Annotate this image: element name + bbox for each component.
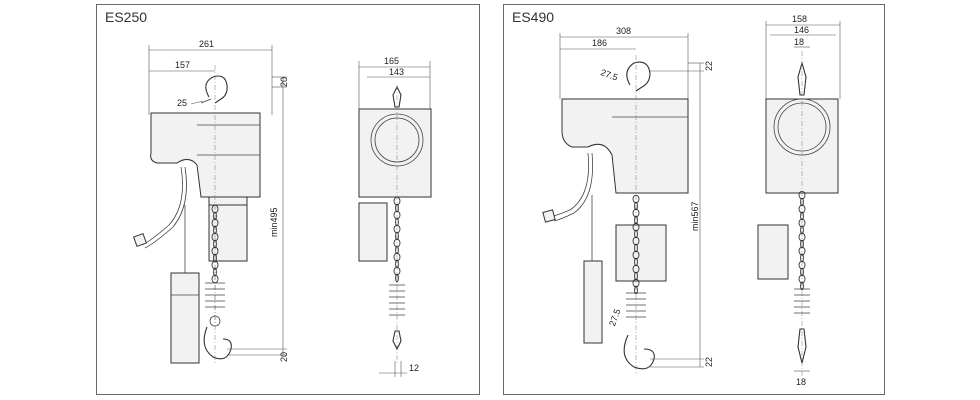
chain-link (634, 285, 638, 295)
es490-model-title: ES490 (512, 9, 555, 25)
es490-overall-width-158-label: 158 (792, 14, 807, 24)
chain-link (800, 253, 804, 263)
chain-link (213, 211, 217, 221)
chain-link (634, 243, 638, 253)
chain-link (800, 225, 804, 235)
es490-upper-hook-throat-label: 27.5 (599, 67, 619, 82)
chain-link (800, 197, 804, 207)
es490-headroom-label: min567 (690, 201, 700, 231)
chain-link (393, 252, 401, 262)
es490-body-width-146-label: 146 (794, 25, 809, 35)
es490-front-bottom-hook (797, 328, 807, 364)
es250-side-view: 261 157 25 (132, 39, 401, 365)
es250-front-view: 165 143 12 (358, 56, 432, 377)
es250-front-top-hook (392, 85, 402, 108)
chain-link (798, 274, 806, 284)
chain-link (632, 236, 640, 246)
es250-top-hook (205, 75, 228, 104)
es250-width-261-label: 261 (199, 39, 214, 49)
es490-hook-offset-186-label: 186 (592, 38, 607, 48)
es250-hook-width-12-label: 12 (409, 363, 419, 373)
chain-link (632, 194, 640, 204)
es490-lower-hook-width-18-label: 18 (796, 377, 806, 387)
chain-link (211, 260, 219, 270)
chain-link (798, 204, 806, 214)
es490-front-view: 158 146 18 18 (757, 14, 841, 387)
es490-panel: ES490 308 186 27.5 27.5 22 (503, 4, 885, 395)
chain-link (211, 218, 219, 228)
chain-link (632, 222, 640, 232)
chain-link (634, 257, 638, 267)
chain-link (798, 246, 806, 256)
chain-link (634, 229, 638, 239)
chain-link (798, 232, 806, 242)
es490-front-top-hook (797, 60, 807, 96)
es250-front-body (358, 108, 432, 198)
es490-upper-hook-width-18-label: 18 (794, 37, 804, 47)
es490-top-clearance-22-label: 22 (704, 61, 714, 71)
es250-pendant-switch (170, 272, 200, 364)
es490-top-hook (626, 61, 651, 92)
es490-power-cable (549, 152, 589, 218)
chain-link (211, 246, 219, 256)
chain-link (634, 201, 638, 211)
chain-link (798, 218, 806, 228)
es250-bottom-hook (203, 326, 232, 360)
chain-link (213, 239, 217, 249)
chain-link (634, 271, 638, 281)
chain-link (632, 250, 640, 260)
es250-hook-offset-157-label: 157 (175, 60, 190, 70)
es250-top-clearance-20-label: 20 (279, 77, 289, 87)
chain-link (632, 208, 640, 218)
chain-link (800, 281, 804, 291)
es490-pendant-switch (583, 260, 603, 344)
chain-link (798, 260, 806, 270)
chain-link (632, 264, 640, 274)
chain-link (800, 267, 804, 277)
es490-bottom-hook (623, 334, 655, 370)
es490-drawing: 308 186 27.5 27.5 22 min567 22 (542, 14, 841, 387)
es490-hoist-body (561, 98, 689, 194)
es490-side-view: 308 186 27.5 27.5 22 min567 22 (542, 26, 714, 375)
chain-link (800, 239, 804, 249)
chain-link (213, 267, 217, 277)
es250-front-pendant (358, 202, 388, 262)
es490-lower-hook-throat-label: 27.5 (607, 308, 622, 328)
es490-chain-spring (626, 292, 646, 318)
es250-power-cable (141, 166, 183, 246)
chain-link (213, 253, 217, 263)
es250-overall-width-165-label: 165 (384, 56, 399, 66)
chain-link (800, 211, 804, 221)
es490-front-pendant (757, 224, 789, 280)
chain-link (634, 215, 638, 225)
es250-chain-spring (205, 282, 225, 308)
es250-headroom-label: min495 (269, 207, 279, 237)
es250-front-bottom-hook (392, 330, 402, 351)
es250-panel: ES250 261 157 25 (96, 4, 480, 395)
es250-hook-throat-25-label: 25 (177, 98, 187, 108)
chain-link (211, 204, 219, 214)
es250-bottom-clearance-20-label: 20 (279, 352, 289, 362)
chain-link (211, 232, 219, 242)
es250-body-width-143-label: 143 (389, 67, 404, 77)
es250-drawing: 261 157 25 (132, 39, 432, 377)
es490-gear-box (615, 224, 667, 282)
chain-link (798, 190, 806, 200)
chain-link (395, 203, 399, 213)
es250-model-title: ES250 (105, 9, 148, 25)
chain-link (632, 278, 640, 288)
chain-link (213, 225, 217, 235)
es490-width-308-label: 308 (616, 26, 631, 36)
chain-link (395, 273, 399, 283)
es490-bottom-clearance-22-label: 22 (704, 357, 714, 367)
